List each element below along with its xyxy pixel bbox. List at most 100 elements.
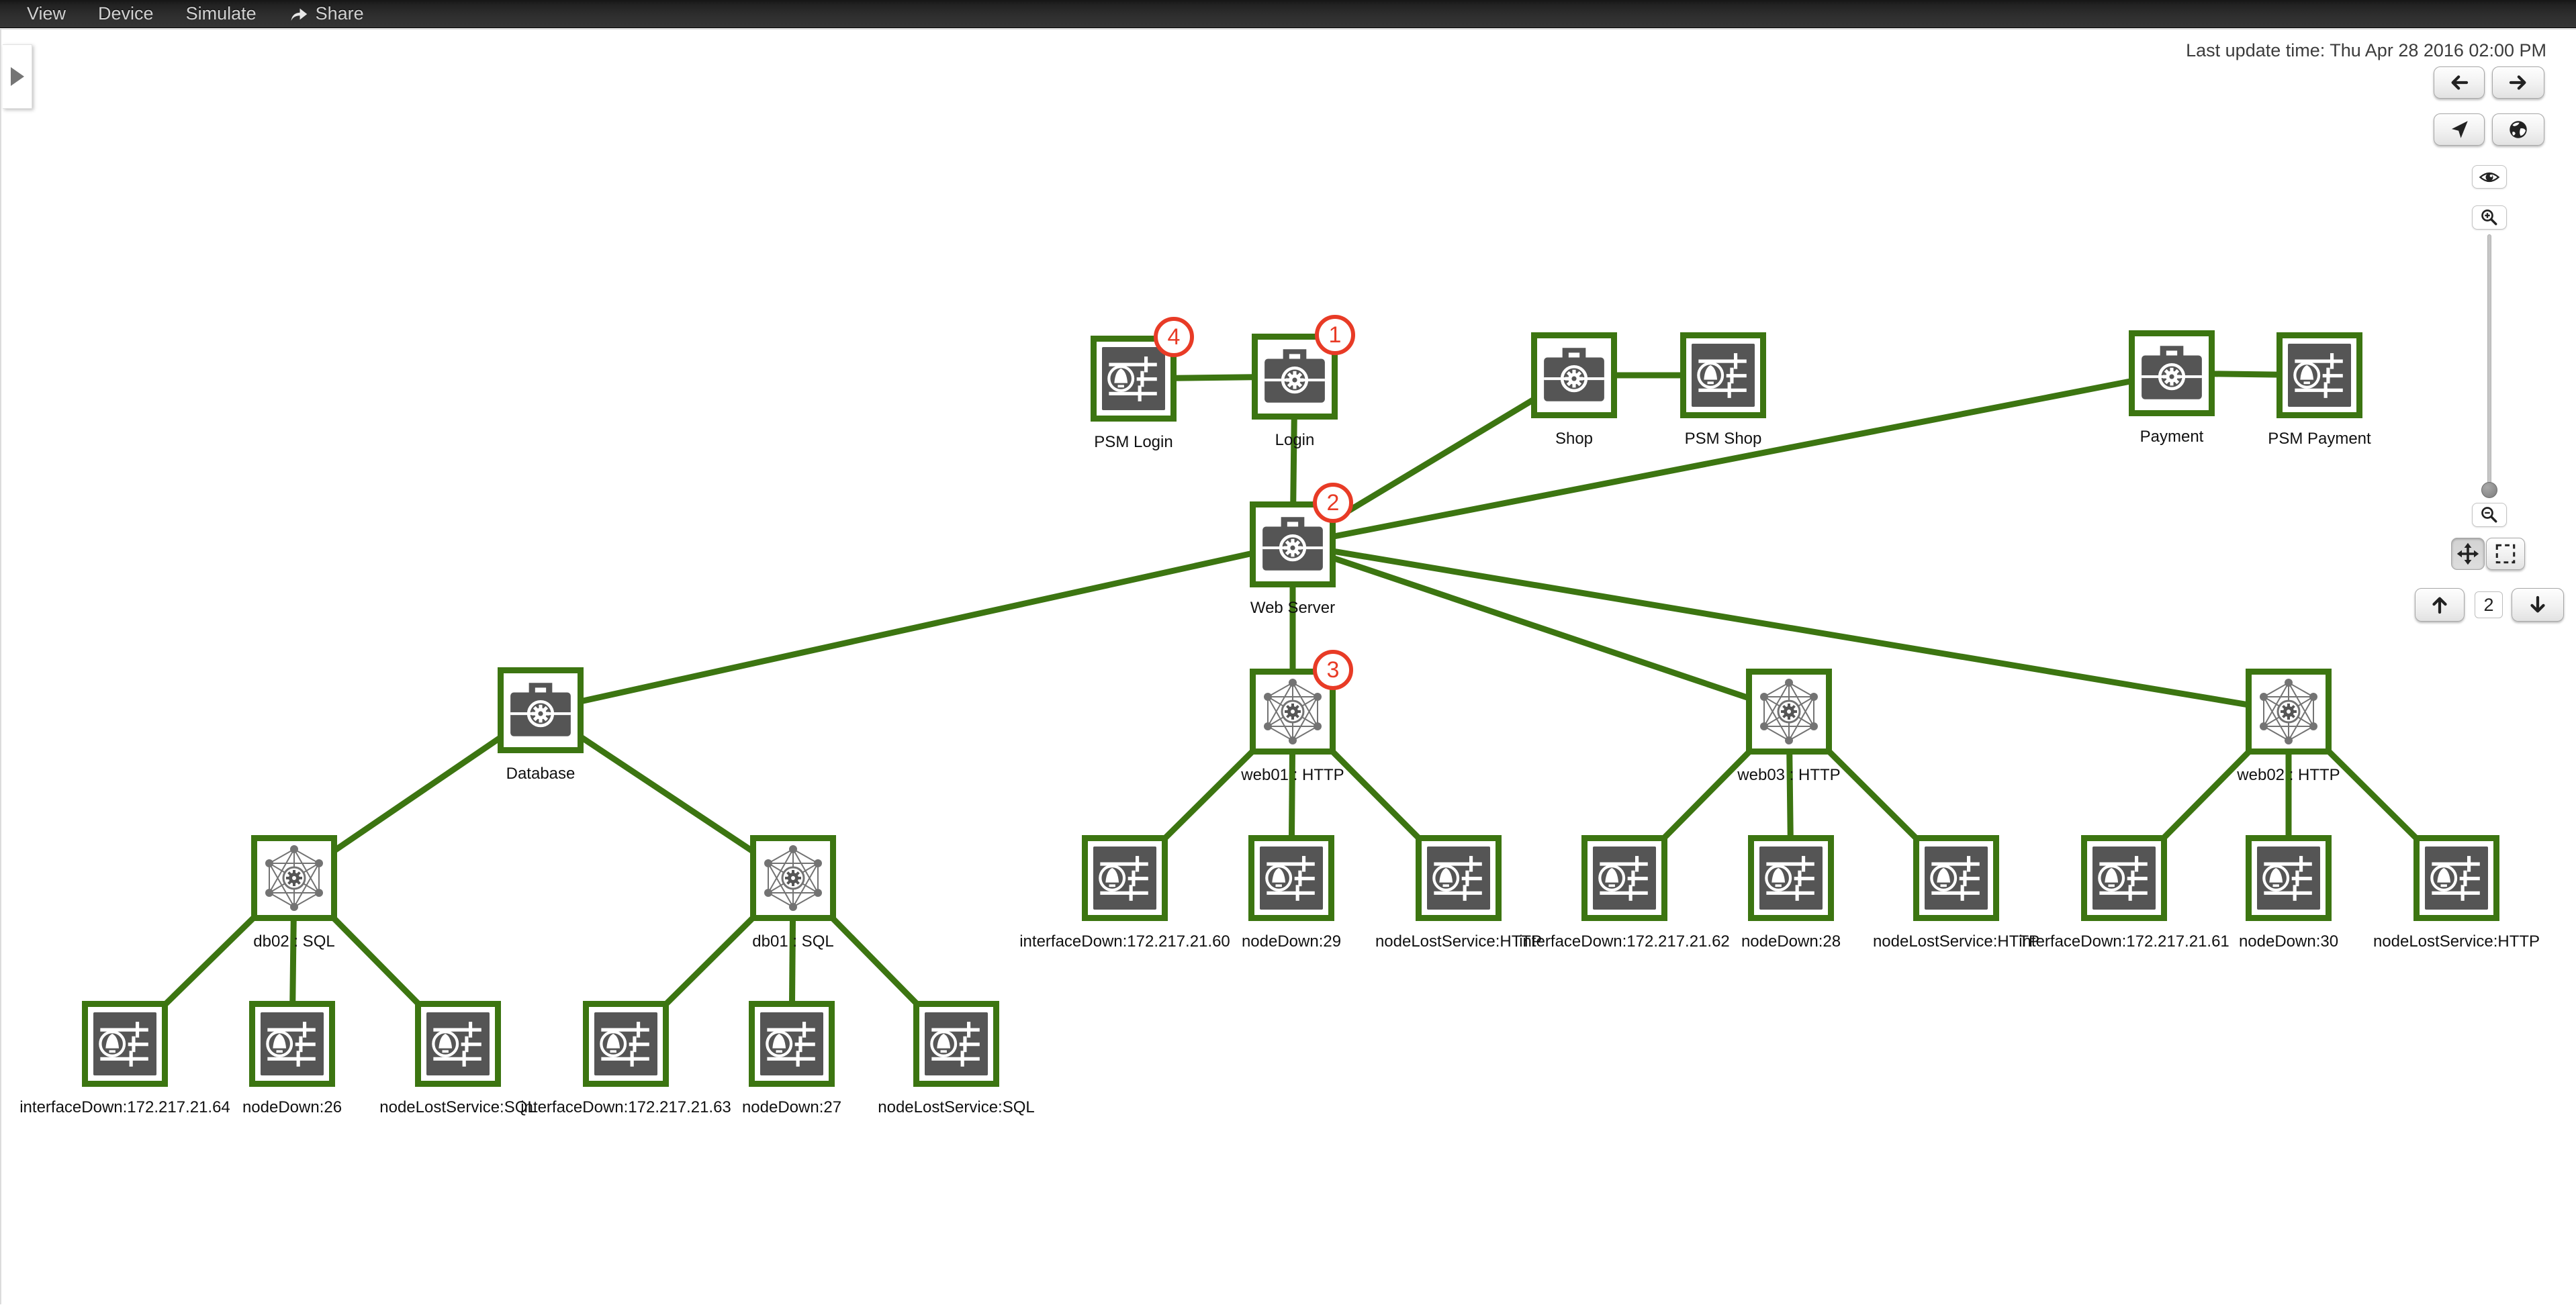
node-if-63[interactable]: interfaceDown:172.217.21.63 xyxy=(520,1001,731,1116)
forward-button[interactable] xyxy=(2492,66,2544,99)
node-label: nodeDown:26 xyxy=(242,1098,342,1116)
node-nd-30[interactable]: nodeDown:30 xyxy=(2239,835,2338,951)
szl-up-button[interactable] xyxy=(2415,588,2465,622)
alarm-count-badge: 1 xyxy=(1315,315,1355,355)
node-psm-shop[interactable]: PSM Shop xyxy=(1680,332,1766,448)
arrow-right-icon xyxy=(2509,75,2526,90)
node-nd-26[interactable]: nodeDown:26 xyxy=(242,1001,342,1116)
highlight-focus-button[interactable] xyxy=(2472,165,2507,189)
alarm-count-badge: 3 xyxy=(1313,650,1353,690)
node-web03[interactable]: web03 : HTTP xyxy=(1737,669,1841,784)
menubar: View Device Simulate Share xyxy=(0,0,2576,28)
alarm-filter-icon xyxy=(1093,847,1156,910)
node-nls-http-1[interactable]: nodeLostService:HTTP xyxy=(1375,835,1542,951)
node-label: web01 : HTTP xyxy=(1241,766,1344,784)
node-shop[interactable]: Shop xyxy=(1531,332,1617,448)
node-nls-sql-2[interactable]: nodeLostService:SQL xyxy=(878,1001,1035,1116)
node-payment[interactable]: Payment xyxy=(2129,330,2215,446)
mesh-node-icon xyxy=(261,844,328,912)
alarm-filter-icon xyxy=(1102,347,1165,410)
node-database[interactable]: Database xyxy=(498,667,584,783)
alarm-filter-icon xyxy=(1427,847,1490,910)
node-label: nodeDown:29 xyxy=(1241,932,1342,951)
magnifier-plus-icon xyxy=(2481,209,2497,226)
zoom-in-button[interactable] xyxy=(2472,205,2507,230)
alarm-filter-icon xyxy=(2257,847,2320,910)
node-label: interfaceDown:172.217.21.60 xyxy=(1019,932,1230,951)
center-on-selection-button[interactable] xyxy=(2434,113,2485,146)
mesh-node-icon xyxy=(1259,678,1326,745)
node-if-61[interactable]: interfaceDown:172.217.21.61 xyxy=(2019,835,2229,951)
triangle-right-icon xyxy=(10,67,24,86)
node-label: db02 : SQL xyxy=(253,932,335,951)
expand-sidebar-tab[interactable] xyxy=(3,44,32,109)
node-label: nodeLostService:SQL xyxy=(878,1098,1035,1116)
menu-simulate[interactable]: Simulate xyxy=(170,0,273,28)
back-button[interactable] xyxy=(2434,66,2485,99)
node-label: interfaceDown:172.217.21.61 xyxy=(2019,932,2229,951)
node-psm-login[interactable]: PSM Login 4 xyxy=(1091,317,1194,451)
node-label: nodeDown:30 xyxy=(2238,932,2339,951)
szl-down-button[interactable] xyxy=(2512,588,2564,622)
node-label: Web Server xyxy=(1250,599,1336,617)
zoom-slider[interactable] xyxy=(2481,234,2497,498)
zoom-slider-handle[interactable] xyxy=(2481,482,2497,498)
last-update-time: Last update time: Thu Apr 28 2016 02:00 … xyxy=(2186,40,2546,60)
alarm-filter-icon xyxy=(2092,847,2156,910)
edge-web-server-payment xyxy=(1292,370,2172,548)
node-label: Shop xyxy=(1555,430,1594,448)
node-nd-29[interactable]: nodeDown:29 xyxy=(1242,835,1341,951)
node-if-64[interactable]: interfaceDown:172.217.21.64 xyxy=(19,1001,230,1116)
node-db01[interactable]: db01 : SQL xyxy=(750,835,836,951)
mesh-node-icon xyxy=(1755,678,1823,745)
briefcase-icon xyxy=(1260,342,1329,411)
node-label: db01 : SQL xyxy=(752,932,834,951)
zoom-out-button[interactable] xyxy=(2472,503,2507,527)
briefcase-icon xyxy=(506,676,575,744)
topology-map[interactable]: Last update time: Thu Apr 28 2016 02:00 … xyxy=(0,29,2576,1304)
node-label: interfaceDown:172.217.21.63 xyxy=(520,1098,731,1116)
node-label: web03 : HTTP xyxy=(1737,766,1841,784)
node-label: interfaceDown:172.217.21.64 xyxy=(19,1098,230,1116)
menu-device[interactable]: Device xyxy=(82,0,170,28)
node-label: PSM Login xyxy=(1094,433,1173,451)
alarm-filter-icon xyxy=(1692,344,1755,407)
node-nls-http-3[interactable]: nodeLostService:HTTP xyxy=(2373,835,2540,951)
alarm-filter-icon xyxy=(2288,344,2351,407)
node-nd-28[interactable]: nodeDown:28 xyxy=(1741,835,1841,951)
alarm-filter-icon xyxy=(2425,847,2488,910)
node-web01[interactable]: web01 : HTTP 3 xyxy=(1241,650,1353,784)
briefcase-icon xyxy=(1540,341,1608,409)
node-nd-27[interactable]: nodeDown:27 xyxy=(742,1001,841,1116)
alarm-filter-icon xyxy=(925,1012,988,1075)
pan-mode-button[interactable] xyxy=(2451,538,2485,570)
node-label: web02 : HTTP xyxy=(2237,766,2340,784)
node-if-60[interactable]: interfaceDown:172.217.21.60 xyxy=(1019,835,1230,951)
menu-device-label: Device xyxy=(98,3,154,23)
node-psm-payment[interactable]: PSM Payment xyxy=(2268,332,2371,448)
node-label: nodeLostService:HTTP xyxy=(2373,932,2540,951)
mesh-node-icon xyxy=(760,844,827,912)
menu-share[interactable]: Share xyxy=(273,0,380,28)
alarm-count-badge: 4 xyxy=(1154,317,1194,357)
node-db02[interactable]: db02 : SQL xyxy=(251,835,337,951)
alarm-filter-icon xyxy=(594,1012,657,1075)
node-label: interfaceDown:172.217.21.62 xyxy=(1519,932,1730,951)
arrow-up-icon xyxy=(2432,597,2447,614)
alarm-filter-icon xyxy=(93,1012,156,1075)
select-mode-button[interactable] xyxy=(2486,538,2525,570)
node-web02[interactable]: web02 : HTTP xyxy=(2237,669,2340,784)
node-nls-sql-1[interactable]: nodeLostService:SQL xyxy=(379,1001,537,1116)
alarm-filter-icon xyxy=(261,1012,324,1075)
menu-view[interactable]: View xyxy=(11,0,82,28)
menu-simulate-label: Simulate xyxy=(185,3,257,23)
world-overview-button[interactable] xyxy=(2492,113,2544,146)
node-label: PSM Payment xyxy=(2268,430,2371,448)
node-nls-http-2[interactable]: nodeLostService:HTTP xyxy=(1873,835,2039,951)
eye-icon xyxy=(2479,172,2500,182)
node-if-62[interactable]: interfaceDown:172.217.21.62 xyxy=(1519,835,1730,951)
szl-level-box[interactable]: 2 xyxy=(2475,591,2503,618)
alarm-filter-icon xyxy=(1925,847,1988,910)
